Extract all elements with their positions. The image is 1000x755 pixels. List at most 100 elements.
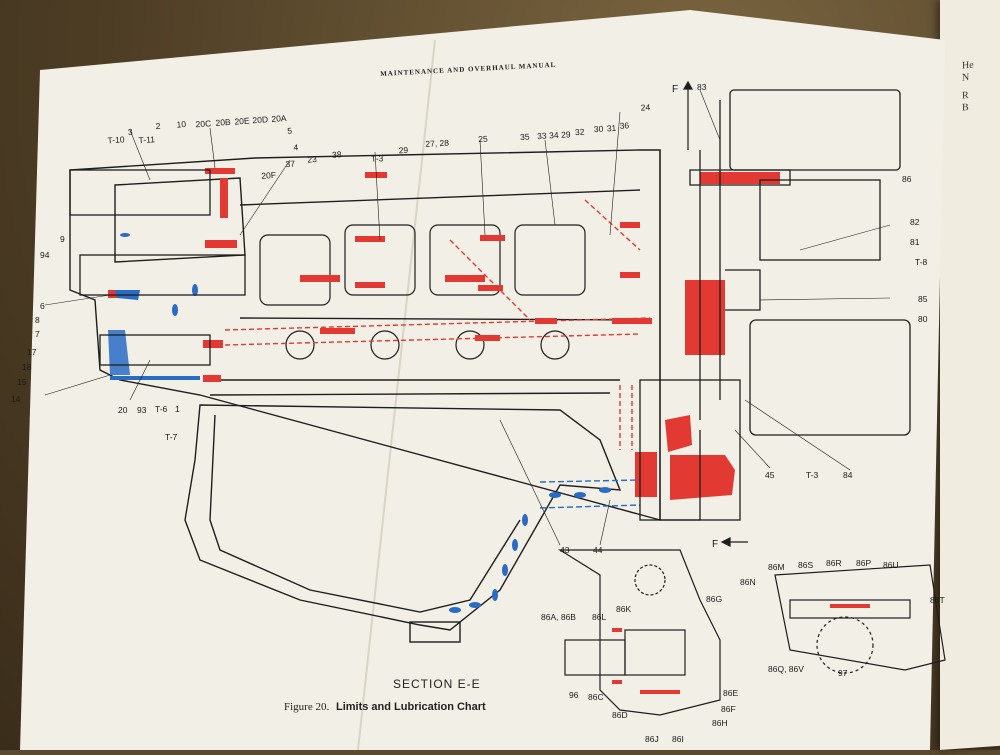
callout-label: 86T xyxy=(930,595,945,605)
callout-label: 2 xyxy=(155,121,161,131)
callout-label: 20D xyxy=(252,114,268,125)
callout-label: 86 xyxy=(902,174,912,184)
detail-left-red xyxy=(612,628,680,694)
callout-label: T-10 xyxy=(107,134,125,145)
callout-label: 86K xyxy=(616,604,631,614)
callout-label: 6 xyxy=(40,301,45,311)
callout-label: 86A, 86B xyxy=(541,612,576,622)
callout-label: 34 xyxy=(549,130,559,140)
callouts-detail-left: 86A, 86B 86L 86K 86G 96 86C 86E 86F 86D … xyxy=(541,594,738,744)
callout-label: 8 xyxy=(35,315,40,325)
callout-label: 97 xyxy=(838,668,848,678)
callout-label: 20E xyxy=(234,116,250,127)
callout-label: 86U xyxy=(883,560,899,570)
oil-passages-blue xyxy=(108,233,611,613)
scavenge-lines xyxy=(539,479,641,509)
callout-label: 86S xyxy=(798,560,813,570)
callout-label: 83 xyxy=(697,82,707,92)
callout-label: 93 xyxy=(137,405,147,415)
callout-label: 20A xyxy=(271,113,287,124)
callout-label: T-6 xyxy=(155,404,168,414)
callout-label: 38 xyxy=(332,149,342,160)
callout-label: 33 xyxy=(537,131,547,141)
callouts-detail-right: 86M 86S 86R 86P 86U 86N 86T 86Q, 86V 97 xyxy=(740,558,945,678)
section-arrow-label: F xyxy=(712,539,718,550)
callout-label: 45 xyxy=(765,470,775,480)
section-arrows xyxy=(682,80,748,547)
callout-label: 35 xyxy=(520,131,530,141)
callout-label: 17 xyxy=(27,347,37,357)
callout-label: 15 xyxy=(17,377,27,387)
callout-label: 9 xyxy=(60,234,65,244)
pressure-oil-lines xyxy=(224,199,651,450)
oil-sump xyxy=(184,404,622,643)
figure-number: Figure 20. xyxy=(284,701,330,713)
callout-leaders xyxy=(44,89,891,546)
callout-label: 86L xyxy=(592,612,606,622)
callout-label: 86Q, 86V xyxy=(768,664,804,674)
detail-view-right xyxy=(774,564,946,674)
detail-right-red xyxy=(830,604,870,608)
callout-label: 86P xyxy=(856,558,871,568)
callout-label: 86G xyxy=(706,594,722,604)
callout-label: 20B xyxy=(215,117,231,128)
callout-label: 86F xyxy=(721,704,736,714)
callout-label: 86D xyxy=(612,710,628,720)
callout-label: 30 xyxy=(594,124,604,134)
callout-label: 85 xyxy=(918,294,928,304)
callout-label: 86M xyxy=(768,562,785,572)
figure-title: Limits and Lubrication Chart xyxy=(335,701,486,713)
callout-label: 29 xyxy=(398,145,408,155)
callout-label: 31 xyxy=(607,123,617,133)
callout-label: 86C xyxy=(588,692,604,702)
callout-label: 3 xyxy=(128,127,134,137)
callout-label: 44 xyxy=(593,545,603,555)
callout-label: 25 xyxy=(478,134,488,144)
callout-label: 43 xyxy=(560,545,570,555)
callout-label: 1 xyxy=(175,404,180,414)
crank-journals xyxy=(259,224,586,360)
propeller-shaft xyxy=(69,169,246,366)
callout-label: T-3 xyxy=(806,470,819,480)
callout-label: T-3 xyxy=(371,153,384,164)
crankcase-outline xyxy=(69,149,661,521)
page-fold xyxy=(357,39,436,751)
section-label: SECTION E-E xyxy=(393,677,481,691)
callout-label: 94 xyxy=(40,250,50,260)
callout-label: 18 xyxy=(22,362,32,372)
callout-label: 86E xyxy=(723,688,738,698)
callout-label: 20F xyxy=(261,170,276,181)
callout-label: 86N xyxy=(740,577,756,587)
callout-label: 24 xyxy=(640,102,650,112)
callout-label: 7 xyxy=(35,329,40,339)
callout-label: 84 xyxy=(843,470,853,480)
callouts-top-right: F 83 86 82 81 T-8 85 80 xyxy=(672,82,928,324)
callouts-bottom-middle: 43 44 45 T-3 84 F xyxy=(560,470,853,555)
callout-label: T-7 xyxy=(165,432,178,442)
callout-label: 20 xyxy=(118,405,128,415)
section-arrow-label: F xyxy=(672,84,678,95)
callout-label: 36 xyxy=(619,120,629,130)
callout-label: 23 xyxy=(307,154,317,165)
figure-caption: Figure 20. Limits and Lubrication Chart xyxy=(284,701,486,713)
callouts-top-middle: T-3 29 27, 28 25 35 33 34 29 32 30 31 36… xyxy=(371,102,651,164)
callout-label: 20C xyxy=(195,118,211,129)
callout-label: 27, 28 xyxy=(425,138,449,149)
callout-label: 32 xyxy=(575,127,585,137)
callout-label: 4 xyxy=(293,142,299,152)
callout-label: 14 xyxy=(11,394,21,404)
callout-label: 96 xyxy=(569,690,579,700)
callout-label: 5 xyxy=(287,126,293,136)
callout-label: 37 xyxy=(285,158,295,169)
callouts-bottom-left: 20 93 T-6 1 T-7 xyxy=(118,404,180,442)
callout-label: 80 xyxy=(918,314,928,324)
callout-label: 81 xyxy=(910,237,920,247)
callout-label: 29 xyxy=(561,129,571,139)
callout-label: 86I xyxy=(672,734,684,744)
detail-view-left xyxy=(557,549,721,716)
callout-label: T-11 xyxy=(138,134,155,145)
callouts-top-left: T-10 3 T-11 2 10 20C 20B 20E 20D 20A 5 4… xyxy=(107,113,342,181)
callout-label: 10 xyxy=(176,119,186,130)
